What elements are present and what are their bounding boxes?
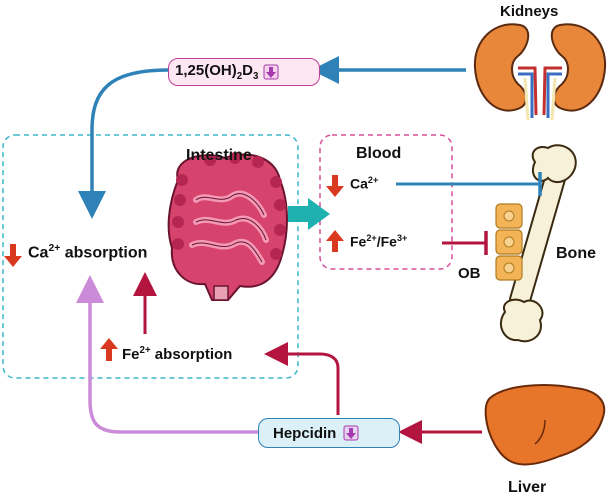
osteoblast-cells-icon	[495, 203, 523, 281]
vitamin-d-down-arrow-icon	[263, 64, 279, 80]
blood-label: Blood	[356, 145, 402, 162]
blood-ca-label: Ca2+	[350, 175, 379, 192]
vitamin-d-label: 1,25(OH)2D3	[175, 61, 259, 82]
hepcidin-to-fe-absorption-arrow	[264, 342, 340, 415]
liver-icon	[484, 384, 605, 466]
kidneys-label: Kidneys	[500, 3, 559, 20]
blood-ca-down-arrow-icon	[326, 175, 344, 197]
bone-label: Bone	[556, 245, 596, 262]
hepcidin-down-arrow-icon	[343, 425, 359, 441]
liver-label: Liver	[508, 479, 547, 496]
blood-fe-label: Fe2+/Fe3+	[350, 233, 408, 250]
blood-fe-up-arrow-icon	[326, 230, 344, 252]
kidneys-icon	[473, 23, 607, 121]
blood-region-box	[319, 134, 453, 270]
intestine-to-blood-arrow	[288, 198, 330, 230]
intestine-region-box	[2, 134, 299, 379]
ca-absorption-down-arrow-icon	[4, 244, 22, 267]
hepcidin-label: Hepcidin	[273, 424, 337, 442]
hepcidin-to-ca-absorption-arrow	[76, 275, 258, 434]
ca-absorption-label: Ca2+ absorption	[28, 243, 148, 262]
hepcidin-box: Hepcidin	[258, 418, 400, 448]
ob-label: OB	[458, 265, 481, 282]
fe-absorption-label: Fe2+ absorption	[122, 345, 233, 363]
vitamin-d-box: 1,25(OH)2D3	[168, 58, 320, 86]
bone-icon	[499, 144, 577, 343]
intestine-icon	[167, 152, 288, 301]
fe-absorption-up-arrow-icon	[100, 338, 118, 361]
vitd-to-ca-absorption-arrow	[78, 68, 169, 219]
intestine-label: Intestine	[186, 147, 252, 164]
